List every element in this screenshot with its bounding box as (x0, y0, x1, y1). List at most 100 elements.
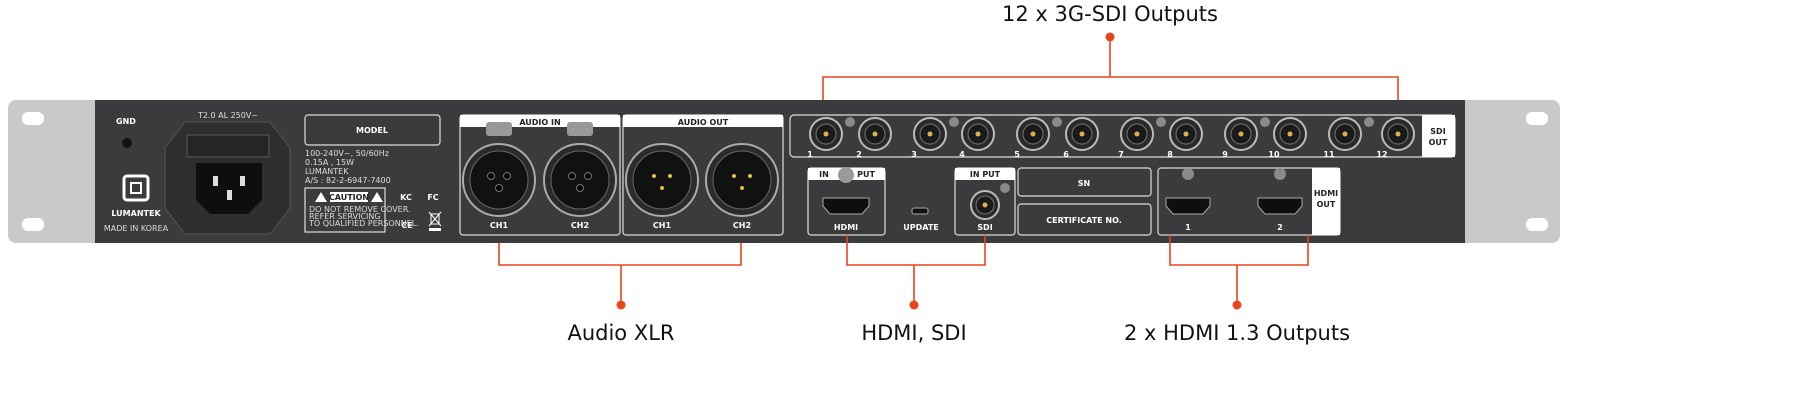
fc-mark-icon: FC (427, 193, 438, 202)
svg-text:UPDATE: UPDATE (903, 223, 939, 232)
svg-text:0.15A , 15W: 0.15A , 15W (305, 158, 354, 167)
screw-icon (949, 117, 959, 127)
svg-text:CH1: CH1 (653, 221, 672, 230)
svg-text:SN: SN (1078, 179, 1090, 188)
lumantek-logo-icon (122, 174, 150, 202)
weee-bin-icon (428, 211, 442, 231)
model-label: MODEL (356, 126, 388, 135)
gnd-label: GND (116, 117, 136, 126)
sdi-out-port-9[interactable] (1224, 117, 1258, 151)
svg-text:Audio XLR: Audio XLR (567, 321, 674, 345)
callout-dot (616, 300, 626, 310)
svg-text:CH1: CH1 (490, 221, 509, 230)
screw-icon (838, 167, 854, 183)
spec-text: 100-240V~, 50/60Hz 0.15A , 15W LUMANTEK … (305, 149, 391, 185)
svg-text:IN: IN (819, 170, 829, 179)
callout-hdmi-sdi: HDMI, SDI (846, 235, 986, 345)
sdi-out-port-4[interactable] (961, 117, 995, 151)
hdmi-out-port-1[interactable] (1165, 197, 1211, 215)
sdi-input-bnc-port[interactable] (970, 190, 1000, 220)
svg-text:SDI: SDI (977, 223, 992, 232)
hdmi-input-port[interactable] (822, 197, 870, 215)
sdi-out-port-10[interactable] (1273, 117, 1307, 151)
svg-text:CH2: CH2 (733, 221, 751, 230)
sdi-port-number: 5 (1014, 150, 1020, 159)
sdi-out-port-6[interactable] (1065, 117, 1099, 151)
sdi-out-port-3[interactable] (913, 117, 947, 151)
screw-icon (1260, 117, 1270, 127)
svg-text:IN PUT: IN PUT (970, 170, 1001, 179)
sdi-out-port-8[interactable] (1169, 117, 1203, 151)
gnd-terminal (122, 138, 132, 148)
svg-text:OUT: OUT (1317, 200, 1336, 209)
screw-icon (1156, 117, 1166, 127)
svg-text:OUT: OUT (1429, 138, 1448, 147)
svg-text:2: 2 (1277, 223, 1283, 232)
sdi-out-port-11[interactable] (1328, 117, 1362, 151)
sdi-port-number: 11 (1323, 150, 1335, 159)
sdi-port-number: 10 (1268, 150, 1280, 159)
hdmi-out-label: HDMI (1314, 189, 1338, 198)
usb-update-port[interactable] (911, 207, 929, 215)
iec-power-socket[interactable] (196, 163, 262, 214)
rack-hole (1526, 112, 1548, 125)
xlr-audio-in-ch1[interactable] (462, 122, 536, 217)
sdi-port-number: 2 (856, 150, 862, 159)
sdi-port-number: 6 (1063, 150, 1069, 159)
xlr-audio-in-ch2[interactable] (543, 122, 617, 217)
svg-text:TO QUALIFIED PERSONNEL.: TO QUALIFIED PERSONNEL. (308, 219, 419, 228)
fuse-label: T2.0 AL 250V~ (197, 111, 258, 120)
sdi-port-number: 12 (1376, 150, 1387, 159)
caution-label (304, 187, 386, 233)
model-box (304, 114, 441, 146)
screw-icon (1182, 168, 1194, 180)
made-in-label: MADE IN KOREA (104, 224, 169, 233)
sdi-port-number: 1 (807, 150, 813, 159)
xlr-audio-out-ch1[interactable] (625, 143, 699, 217)
sn-box (1017, 167, 1152, 197)
sdi-out-port-7[interactable] (1120, 117, 1154, 151)
sdi-out-port-12[interactable] (1381, 117, 1415, 151)
svg-text:1: 1 (1185, 223, 1191, 232)
callout-audio-xlr: Audio XLR (498, 243, 742, 345)
screw-icon (845, 117, 855, 127)
audio-in-label: AUDIO IN (519, 118, 560, 127)
screw-icon (1364, 117, 1374, 127)
svg-text:HDMI: HDMI (834, 223, 858, 232)
callout-dot (909, 300, 919, 310)
svg-text:REFER SERVICING: REFER SERVICING (309, 212, 381, 221)
rack-hole (22, 112, 44, 125)
svg-text:CH2: CH2 (571, 221, 589, 230)
svg-text:LUMANTEK: LUMANTEK (305, 167, 349, 176)
sdi-out-label: SDI (1430, 127, 1445, 136)
sdi-out-port-2[interactable] (858, 117, 892, 151)
xlr-audio-out-ch2[interactable] (705, 143, 779, 217)
sdi-port-number: 3 (911, 150, 917, 159)
svg-text:CAUTION: CAUTION (329, 193, 369, 202)
latch-icon (567, 122, 593, 136)
fuse-holder (186, 134, 270, 158)
sdi-port-number: 4 (959, 150, 965, 159)
sdi-out-port-5[interactable] (1016, 117, 1050, 151)
rack-hole (22, 218, 44, 231)
latch-icon (486, 122, 512, 136)
screw-icon (1052, 117, 1062, 127)
svg-text:100-240V~, 50/60Hz: 100-240V~, 50/60Hz (305, 149, 389, 158)
screw-icon (1000, 183, 1010, 193)
svg-text:DO NOT REMOVE COVER.: DO NOT REMOVE COVER. (309, 205, 411, 214)
sdi-out-port-1[interactable] (809, 117, 843, 151)
warning-icon (315, 192, 327, 202)
svg-text:A/S : 82-2-6947-7400: A/S : 82-2-6947-7400 (305, 176, 391, 185)
callout-dot (1232, 300, 1242, 310)
audio-out-label: AUDIO OUT (678, 118, 729, 127)
kc-mark-icon: KC (400, 193, 412, 202)
sdi-port-number: 9 (1222, 150, 1228, 159)
ce-mark-icon: CE (401, 221, 412, 230)
svg-text:CERTIFICATE NO.: CERTIFICATE NO. (1046, 216, 1122, 225)
svg-text:2 x HDMI 1.3 Outputs: 2 x HDMI 1.3 Outputs (1124, 321, 1350, 345)
callout-hdmi-outputs: 2 x HDMI 1.3 Outputs (1124, 235, 1350, 345)
hdmi-out-port-2[interactable] (1257, 197, 1303, 215)
brand-label: LUMANTEK (111, 209, 161, 218)
audio-section: AUDIO IN AUDIO OUT CH1 CH2 CH1 CH2 (459, 114, 784, 236)
